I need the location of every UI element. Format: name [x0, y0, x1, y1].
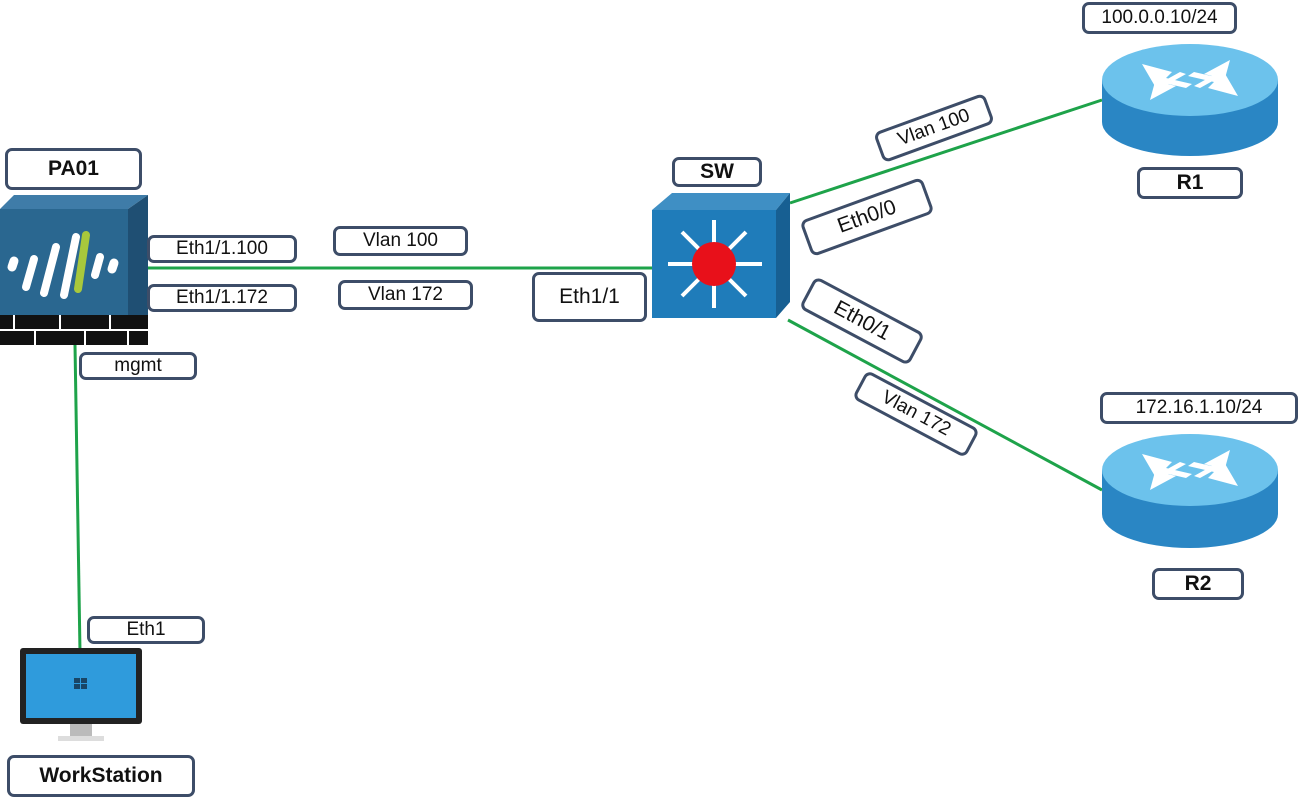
pa01-eth1-1-100-label: Eth1/1.100 [147, 235, 297, 263]
pa01-eth1-1-172-label: Eth1/1.172 [147, 284, 297, 312]
r2-ip-label: 172.16.1.10/24 [1100, 392, 1298, 424]
pa01-mgmt-label: mgmt [79, 352, 197, 380]
trunk-vlan172-label: Vlan 172 [338, 280, 473, 310]
trunk-vlan100-label: Vlan 100 [333, 226, 468, 256]
monitor-icon[interactable] [20, 648, 144, 744]
link-sw-r2 [787, 318, 1103, 492]
router-icon[interactable] [1100, 428, 1280, 552]
link-sw-r1 [789, 98, 1103, 205]
sw-name-label: SW [672, 157, 762, 187]
link-pa01-workstation [73, 344, 82, 653]
pa01-name-label: PA01 [5, 148, 142, 190]
router-icon[interactable] [1100, 38, 1280, 160]
r1-ip-label: 100.0.0.10/24 [1082, 2, 1237, 34]
ws-eth1-label: Eth1 [87, 616, 205, 644]
r1-name-label: R1 [1137, 167, 1243, 199]
firewall-icon[interactable] [0, 195, 150, 347]
switch-icon[interactable] [650, 190, 792, 320]
sw-eth1-1-label: Eth1/1 [532, 272, 647, 322]
r2-name-label: R2 [1152, 568, 1244, 600]
workstation-name-label: WorkStation [7, 755, 195, 797]
